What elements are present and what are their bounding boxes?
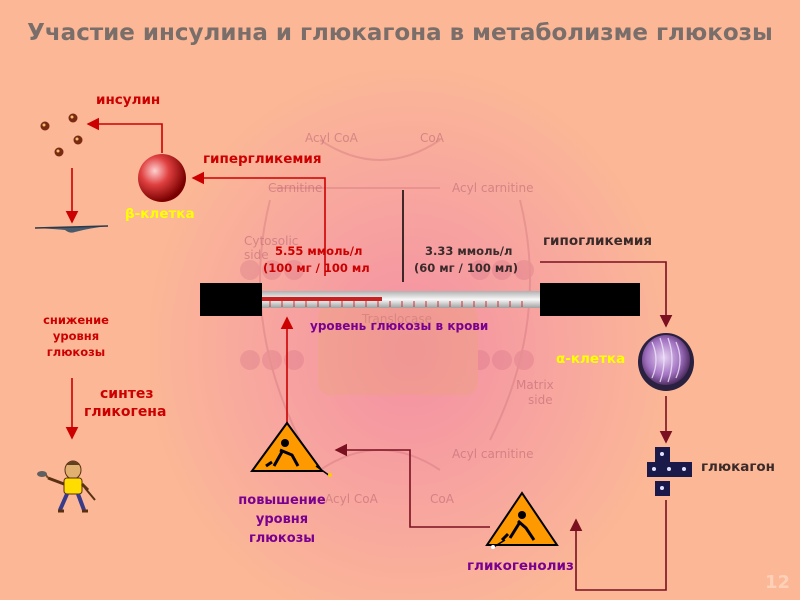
warning-worker-icon [252, 423, 332, 477]
label-alpha-cell: α-клетка [556, 351, 625, 367]
gauge-high-mg: (100 мг / 100 мл [263, 261, 370, 275]
label-glucose-increase-line1: повышение [222, 491, 342, 510]
gauge-high-value: 5.55 ммоль/л [275, 244, 362, 258]
label-glucose-decrease-line2: уровня [26, 328, 126, 344]
label-glycogenolysis: гликогенолиз [467, 558, 574, 574]
label-glucose-increase: повышение уровня глюкозы [222, 491, 342, 548]
slide-number: 12 [765, 572, 790, 593]
beta-cell-icon [138, 154, 186, 202]
liver-icon [35, 226, 108, 233]
label-glycogen-synthesis-line1: синтез [76, 385, 176, 403]
gauge-low-value: 3.33 ммоль/л [425, 244, 512, 258]
label-glucose-decrease-line1: снижение [26, 312, 126, 328]
label-insulin: инсулин [96, 92, 160, 108]
insulin-molecules-icon [41, 114, 83, 157]
label-glucose-increase-line3: глюкозы [222, 529, 342, 548]
alpha-cell-icon [638, 333, 694, 391]
label-hyperglycemia: гипергликемия [203, 151, 322, 167]
label-hypoglycemia: гипогликемия [543, 233, 652, 249]
gauge-low-mg: (60 мг / 100 мл) [414, 261, 518, 275]
thermometer-gauge-icon [200, 190, 640, 316]
label-glycogen-synthesis-line2: гликогена [76, 403, 176, 421]
label-glucose-decrease: снижение уровня глюкозы [26, 312, 126, 360]
glucagon-molecule-icon [647, 447, 692, 496]
slide-title: Участие инсулина и глюкагона в метаболиз… [0, 20, 800, 46]
label-glucose-decrease-line3: глюкозы [26, 344, 126, 360]
warning-worker-icon [487, 493, 557, 549]
label-glucose-increase-line2: уровня [222, 510, 342, 529]
gauge-caption: уровень глюкозы в крови [310, 319, 488, 333]
digging-man-icon [37, 461, 95, 511]
label-glycogen-synthesis: синтез гликогена [76, 385, 176, 421]
label-glucagon: глюкагон [701, 459, 775, 475]
label-beta-cell: β-клетка [125, 206, 195, 222]
